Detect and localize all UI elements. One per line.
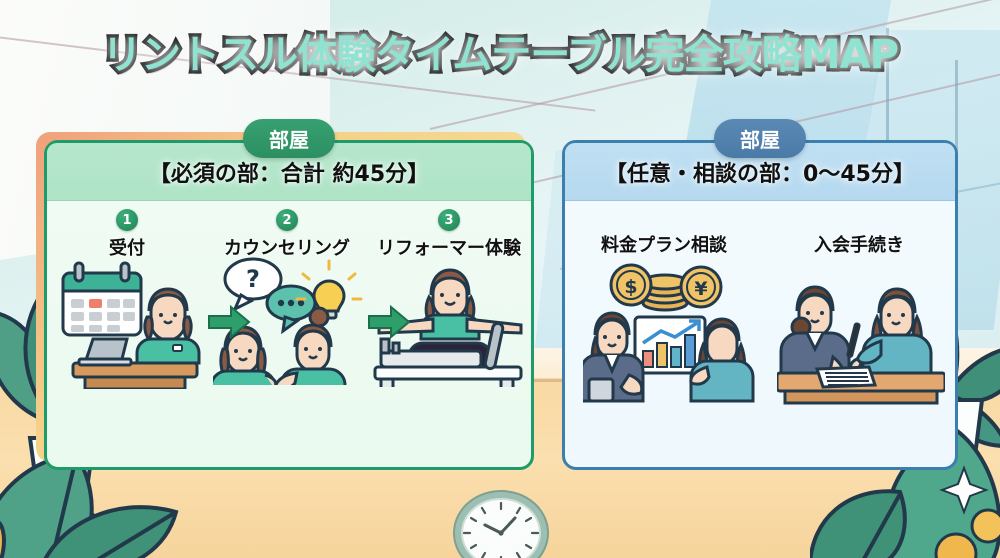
step-label: 入会手続き: [814, 235, 904, 256]
right-panel: 部屋 【任意・相談の部：0〜45分】 料金プラン相談: [562, 119, 958, 470]
step-counseling[interactable]: 2 カウンセリング ?: [207, 201, 367, 467]
step-number-badge: 2: [276, 209, 298, 231]
page-title: リントスル体験タイムテーブル完全攻略MAP: [99, 29, 903, 82]
step-reformer[interactable]: 3 リフォーマー体験: [367, 201, 531, 467]
arrow-step1-to-step2: [208, 305, 251, 339]
step-membership[interactable]: 入会手続き: [763, 201, 955, 467]
step-label: 受付: [109, 238, 145, 259]
right-panel-body: 料金プラン相談 $ ¥: [565, 201, 955, 467]
right-panel-heading: 【任意・相談の部：0〜45分】: [605, 161, 915, 187]
step-reception[interactable]: 1 受付: [47, 201, 207, 467]
left-steps: 1 受付: [47, 201, 531, 467]
left-panel-badge: 部屋: [243, 119, 335, 158]
price-plan-consultation-illustration: $ ¥: [583, 263, 755, 403]
right-panel-header: 【任意・相談の部：0〜45分】: [565, 143, 955, 201]
step-number-badge: 1: [116, 209, 138, 231]
step-label: カウンセリング: [224, 238, 350, 259]
wall-clock: [453, 490, 549, 558]
step-price-plan[interactable]: 料金プラン相談 $ ¥: [565, 201, 763, 467]
right-panel-badge: 部屋: [714, 119, 806, 158]
svg-text:¥: ¥: [694, 278, 707, 300]
counseling-conversation-illustration: ?: [213, 257, 363, 385]
foliage-left-bottom: [0, 451, 179, 558]
pilates-reformer-illustration: [373, 268, 523, 387]
left-panel: 部屋 【必須の部：合計 約45分】 1 受付: [44, 119, 534, 470]
step-label: 料金プラン相談: [601, 235, 727, 256]
svg-text:?: ?: [246, 265, 260, 293]
reception-desk-illustration: [61, 261, 201, 389]
right-steps: 料金プラン相談 $ ¥: [565, 201, 955, 467]
left-panel-heading: 【必須の部：合計 約45分】: [148, 161, 430, 187]
step-number-badge: 3: [438, 209, 460, 231]
step-label: リフォーマー体験: [377, 238, 521, 259]
membership-signup-illustration: [777, 285, 945, 405]
left-panel-body: 1 受付: [47, 201, 531, 467]
arrow-step2-to-step3: [368, 305, 411, 339]
sparkle-star: [939, 465, 989, 515]
svg-text:$: $: [624, 276, 637, 298]
